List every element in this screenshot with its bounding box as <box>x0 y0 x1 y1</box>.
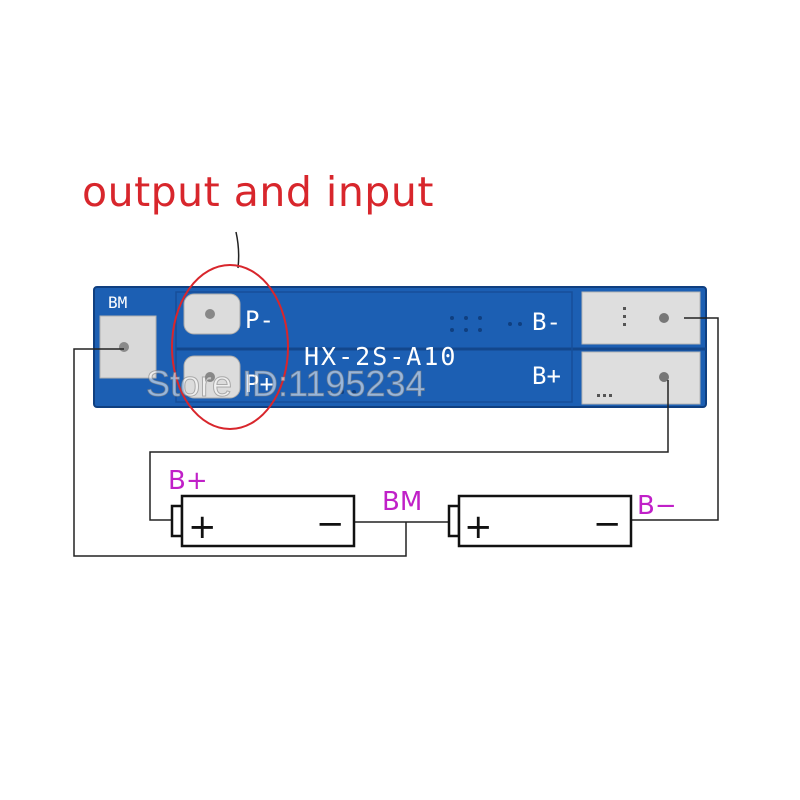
cell-2-positive: + <box>464 507 493 547</box>
annotation-label: output and input <box>82 168 434 216</box>
b-minus-silk-label: B- <box>532 308 561 336</box>
wires <box>73 317 719 557</box>
watermark: Store ID:1195234 <box>146 363 426 404</box>
b-minus-pad-hole <box>659 313 669 323</box>
cell-2-terminal <box>447 504 461 538</box>
wiring-label-b-plus: B+ <box>168 466 208 496</box>
p-minus-pad-hole <box>205 309 215 319</box>
cell-1-terminal <box>170 504 184 538</box>
cell-1-negative: − <box>316 504 345 544</box>
cell-1-body <box>180 494 356 548</box>
wiring-label-b-minus: B− <box>637 491 677 521</box>
pcb-edge <box>93 286 707 408</box>
bm-pad-hole <box>119 342 129 352</box>
battery-cell-1: + − <box>170 494 356 548</box>
b-minus-pad <box>581 291 701 345</box>
cell-2-negative: − <box>593 504 622 544</box>
wire-bm <box>73 348 407 557</box>
wire-b-plus <box>149 380 669 521</box>
cell-1-positive: + <box>188 507 217 547</box>
pcb-component-area <box>175 291 573 403</box>
cell-2-body <box>457 494 633 548</box>
b-plus-pad-hole <box>659 372 669 382</box>
b-plus-silk-label: B+ <box>532 362 561 390</box>
board-model-label: HX-2S-A10 <box>304 342 457 371</box>
b-minus-pad-dots <box>623 307 626 326</box>
p-plus-pad-hole <box>205 372 215 382</box>
b-plus-pad-dots <box>597 394 612 397</box>
p-plus-silk-label: P+ <box>245 370 274 398</box>
pcb-vias <box>328 316 522 394</box>
bm-silk-label: BM <box>108 293 127 312</box>
wiring-label-bm: BM <box>382 487 422 517</box>
pcb-board: BM P- P+ HX-2S-A10 B- B+ <box>93 286 707 408</box>
battery-cell-2: + − <box>447 494 633 548</box>
annotation-circle <box>171 264 289 430</box>
wire-b-minus <box>632 317 719 521</box>
annotation-pointer <box>235 231 240 269</box>
p-minus-silk-label: P- <box>245 306 274 334</box>
pcb-substrate <box>94 287 706 407</box>
b-plus-pad <box>581 351 701 405</box>
